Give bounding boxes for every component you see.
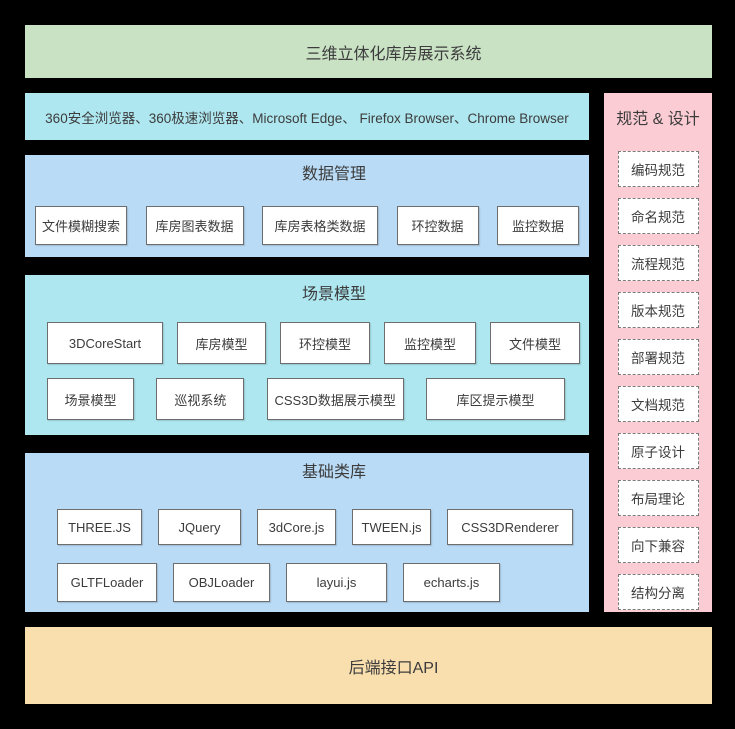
node-tweenjs: TWEEN.js [352,509,431,545]
node-css3drenderer: CSS3DRenderer [447,509,573,545]
node-objloader: OBJLoader [173,563,270,602]
system-title-banner: 三维立体化库房展示系统 [25,25,712,78]
node-file-model: 文件模型 [490,322,580,364]
section-data-management: 数据管理 文件模糊搜索 库房图表数据 库房表格类数据 环控数据 监控数据 [25,155,589,257]
section-title-data-management: 数据管理 [301,166,366,183]
left-column: 360安全浏览器、360极速浏览器、Microsoft Edge、 Firefo… [25,93,589,612]
node-env-control-model: 环控模型 [280,322,370,364]
node-warehouse-model: 库房模型 [177,322,266,364]
node-3dcorestart: 3DCoreStart [47,322,163,364]
browser-support-text: 360安全浏览器、360极速浏览器、Microsoft Edge、 Firefo… [45,110,569,126]
node-patrol-system: 巡视系统 [156,378,245,420]
node-threejs: THREE.JS [57,509,142,545]
node-gltfloader: GLTFLoader [57,563,157,602]
diagram-middle-area: 360安全浏览器、360极速浏览器、Microsoft Edge、 Firefo… [25,93,712,612]
spec-item-coding: 编码规范 [617,151,699,187]
section-title-scene-model: 场景模型 [301,286,366,303]
browser-support-bar: 360安全浏览器、360极速浏览器、Microsoft Edge、 Firefo… [25,93,589,140]
system-title: 三维立体化库房展示系统 [305,45,482,63]
node-echartsjs: echarts.js [403,563,500,602]
spec-item-deploy: 部署规范 [617,339,699,375]
node-layuijs: layui.js [286,563,387,602]
base-library-row-1: THREE.JS JQuery 3dCore.js TWEEN.js CSS3D… [25,509,589,545]
spec-item-layout-theory: 布局理论 [617,480,699,516]
spec-item-doc: 文档规范 [617,386,699,422]
spec-item-naming: 命名规范 [617,198,699,234]
node-monitor-model: 监控模型 [384,322,476,364]
node-warehouse-area-tip-model: 库区提示模型 [425,378,565,420]
node-file-fuzzy-search: 文件模糊搜索 [35,206,127,245]
section-base-library: 基础类库 THREE.JS JQuery 3dCore.js TWEEN.js … [25,453,589,612]
section-title-base-library: 基础类库 [301,464,366,481]
node-warehouse-table-data: 库房表格类数据 [262,206,378,245]
node-scene-model: 场景模型 [47,378,134,420]
spec-item-atomic-design: 原子设计 [617,433,699,469]
node-monitor-data: 监控数据 [497,206,579,245]
section-scene-model: 场景模型 3DCoreStart 库房模型 环控模型 监控模型 文件模型 场景模… [25,275,589,435]
node-warehouse-chart-data: 库房图表数据 [145,206,244,245]
backend-api-title: 后端接口API [348,659,439,677]
spec-item-structure-separation: 结构分离 [617,574,699,610]
spec-item-process: 流程规范 [617,245,699,281]
scene-model-row-2: 场景模型 巡视系统 CSS3D数据展示模型 库区提示模型 [25,378,589,420]
diagram-frame: 三维立体化库房展示系统 360安全浏览器、360极速浏览器、Microsoft … [25,25,712,704]
backend-api-banner: 后端接口API [25,627,712,704]
spec-item-version: 版本规范 [617,292,699,328]
node-3dcorejs: 3dCore.js [257,509,336,545]
node-css3d-data-display-model: CSS3D数据展示模型 [266,378,404,420]
base-library-row-2: GLTFLoader OBJLoader layui.js echarts.js [25,563,589,602]
node-jquery: JQuery [158,509,241,545]
data-management-row: 文件模糊搜索 库房图表数据 库房表格类数据 环控数据 监控数据 [25,206,589,245]
spec-design-title: 规范 & 设计 [616,111,700,128]
node-env-control-data: 环控数据 [396,206,479,245]
spec-item-backward-compat: 向下兼容 [617,527,699,563]
scene-model-row-1: 3DCoreStart 库房模型 环控模型 监控模型 文件模型 [25,322,589,364]
spec-design-panel: 规范 & 设计 编码规范 命名规范 流程规范 版本规范 部署规范 文档规范 原子… [604,93,712,612]
